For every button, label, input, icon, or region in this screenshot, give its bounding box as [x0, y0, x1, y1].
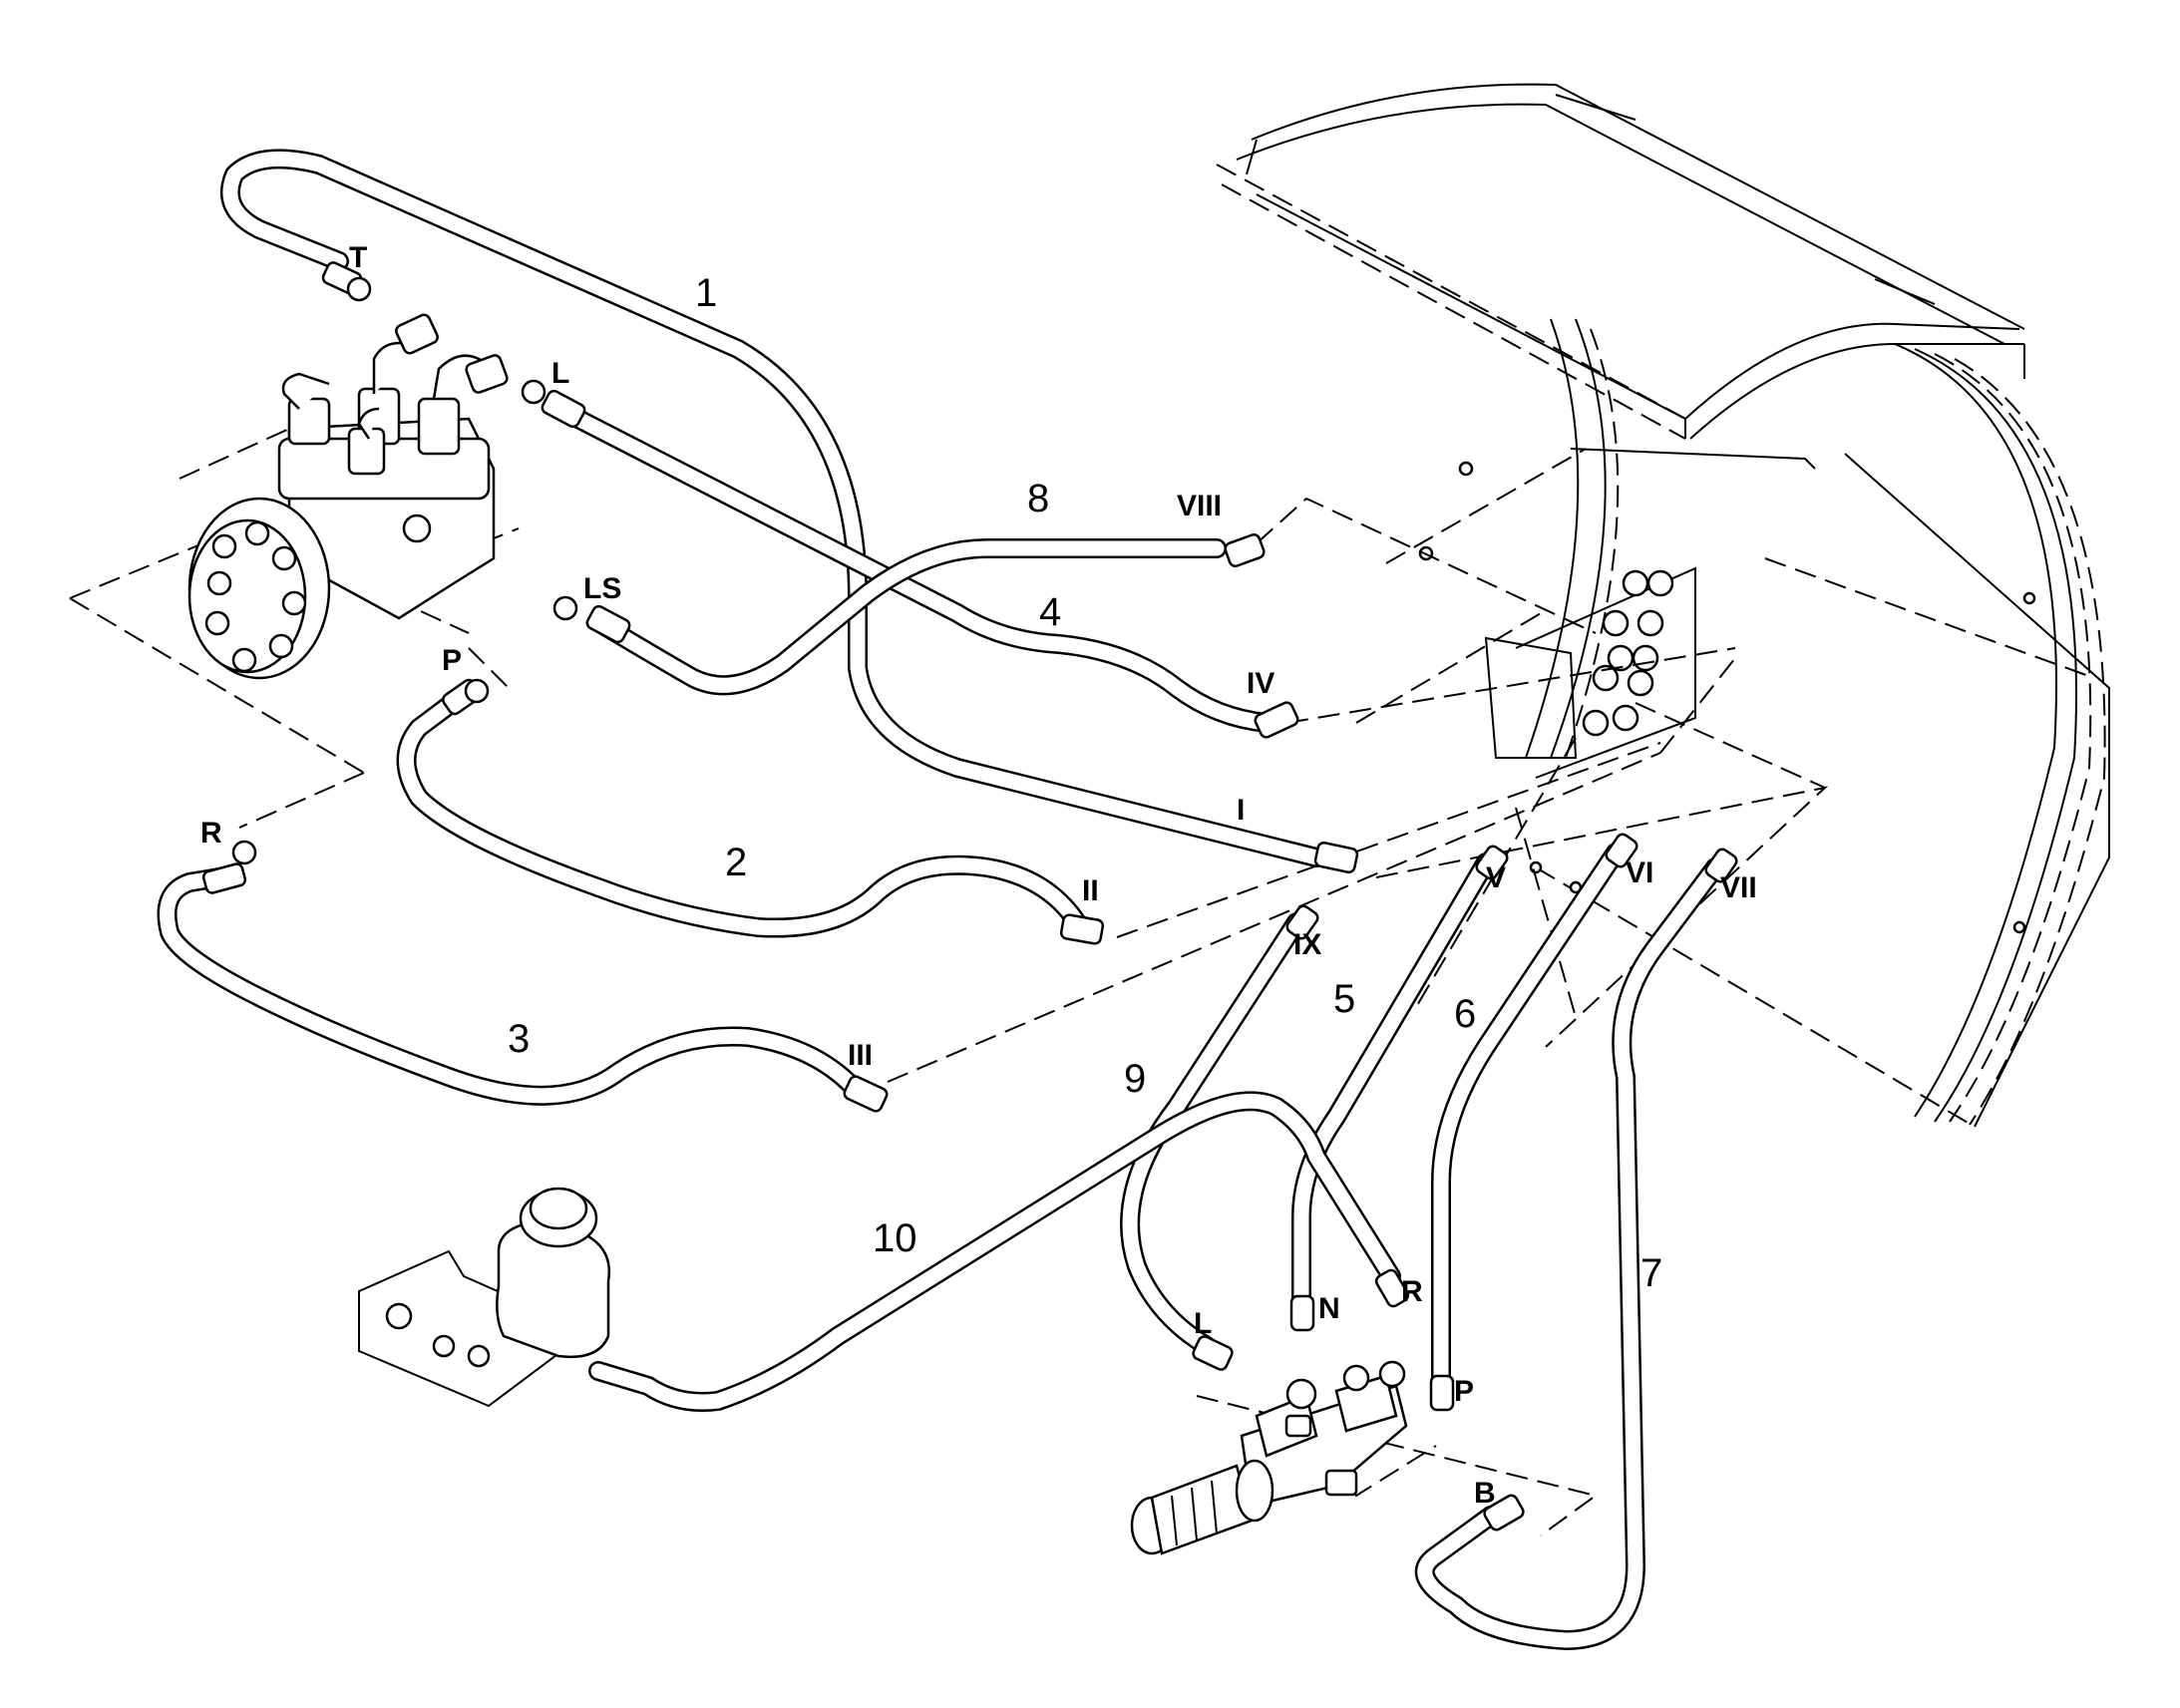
port-label-v: V	[1486, 861, 1506, 894]
hose-2	[396, 688, 1087, 938]
cab-fender-structure	[1216, 83, 2110, 1128]
port-label-vii: VII	[1720, 871, 1757, 904]
port-label-p-top: P	[442, 644, 462, 677]
hose-number-2: 2	[725, 841, 747, 884]
port-label-viii: VIII	[1177, 490, 1222, 522]
hose-4	[558, 404, 1276, 733]
hose-number-10: 10	[873, 1216, 917, 1260]
cab-manifold-fittings	[1515, 566, 1696, 779]
port-label-iv: IV	[1247, 667, 1274, 700]
hose-number-3: 3	[508, 1017, 530, 1061]
port-label-r-left: R	[200, 817, 222, 850]
port-label-iii: III	[848, 1039, 873, 1072]
steering-unit	[187, 276, 578, 865]
hose-7	[1414, 857, 1725, 1650]
hose-number-9: 9	[1124, 1057, 1146, 1101]
hose-8	[593, 538, 1227, 696]
oil-reservoir	[358, 1187, 611, 1408]
hose-3	[157, 867, 868, 1106]
hose-number-8: 8	[1027, 477, 1049, 520]
port-label-t: T	[349, 241, 367, 274]
hose-6	[1431, 843, 1626, 1391]
hose-number-7: 7	[1640, 1251, 1662, 1295]
port-label-ix: IX	[1293, 928, 1321, 961]
hose-number-1: 1	[695, 271, 717, 315]
port-label-ls: LS	[583, 572, 621, 605]
port-label-vi: VI	[1626, 856, 1653, 889]
leader-lines	[69, 427, 1829, 1537]
port-label-r-bottom: R	[1401, 1275, 1423, 1308]
port-labels: T L LS P R VIII IV I II III V VI VII IX …	[200, 241, 1757, 1510]
port-label-i: I	[1237, 794, 1245, 827]
hose-5	[1291, 853, 1496, 1311]
port-label-l-top: L	[551, 357, 569, 390]
port-label-p-bottom: P	[1454, 1375, 1474, 1408]
hose-number-4: 4	[1039, 590, 1061, 634]
port-label-l-bottom: L	[1194, 1307, 1212, 1340]
brake-valve	[1130, 1360, 1408, 1555]
hose-10	[588, 1091, 1401, 1412]
hose-number-5: 5	[1333, 977, 1355, 1021]
hose-1	[220, 149, 1326, 867]
port-label-b: B	[1474, 1477, 1496, 1510]
hose-number-6: 6	[1454, 992, 1476, 1036]
port-label-ii: II	[1082, 874, 1099, 907]
hose-number-labels: 1 8 4 2 3 5 6 9 10 7	[508, 271, 1662, 1295]
port-label-n: N	[1318, 1292, 1340, 1325]
